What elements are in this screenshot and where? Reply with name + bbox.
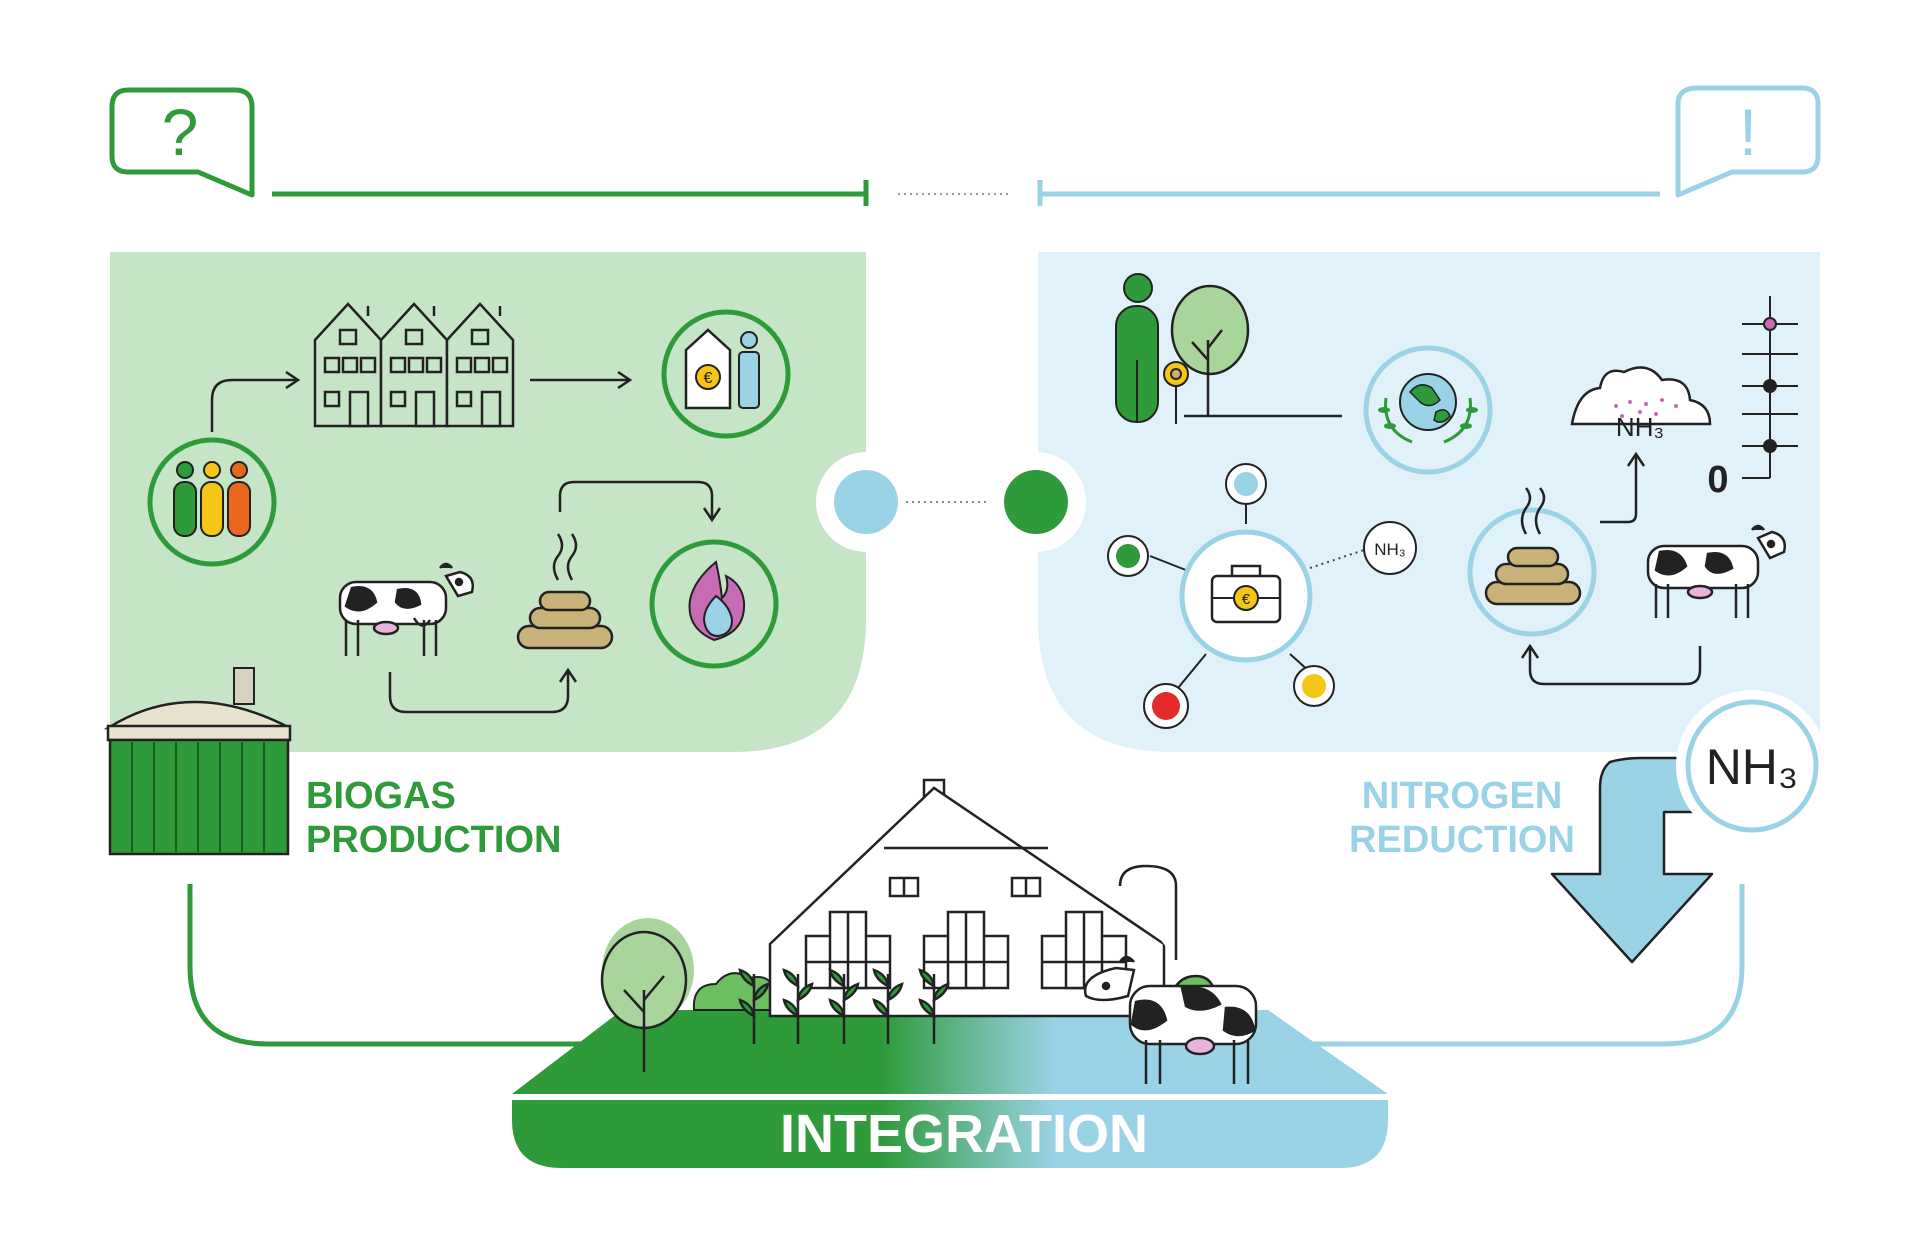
exclamation-icon: ! (1739, 95, 1757, 169)
nh3-cloud-label: NH₃ (1616, 412, 1664, 442)
blue-dot (834, 470, 898, 534)
question-icon: ? (162, 95, 199, 169)
scale-zero-label: 0 (1707, 459, 1728, 501)
green-dot (1004, 470, 1068, 534)
euro-icon: € (704, 370, 713, 387)
biogas-digester-icon (103, 667, 292, 856)
nh3-big-label: NH₃ (1706, 739, 1799, 795)
euro-icon-briefcase: € (1242, 591, 1251, 608)
sunflower-icon (1163, 361, 1189, 424)
blue-curve (1300, 884, 1745, 1047)
green-curve (187, 884, 620, 1047)
farm-tree-icon (600, 918, 694, 1072)
nitrogen-title-line1: NITROGEN (1362, 775, 1563, 817)
cow-icon (338, 562, 474, 656)
integration-title: INTEGRATION (780, 1104, 1148, 1164)
manure-icon (516, 533, 614, 650)
question-bubble: ? (109, 87, 255, 198)
cow-icon-right (1646, 524, 1786, 618)
nitrogen-down-arrow-icon (1550, 756, 1714, 964)
nh3-big-badge: NH₃ (1676, 690, 1828, 842)
farmer-icon (1115, 273, 1159, 423)
row-houses-icon (313, 302, 515, 428)
farm-cow-icon (1083, 955, 1258, 1084)
exclamation-bubble: ! (1675, 85, 1821, 198)
globe-laurel-icon (1363, 345, 1493, 475)
farmhouse-icon (768, 778, 1178, 1018)
biogas-title-line2: PRODUCTION (306, 819, 561, 861)
biogas-title-line1: BIOGAS (306, 775, 456, 817)
crops-icon (738, 968, 950, 1044)
tree-icon (1170, 284, 1250, 416)
people-group-icon (147, 437, 277, 567)
gas-flame-icon (649, 539, 779, 669)
nitrogen-title-line2: REDUCTION (1349, 819, 1575, 861)
household-euro-icon: € (661, 309, 791, 439)
ammonia-level-scale (1742, 296, 1798, 479)
manure-circle-icon (1467, 487, 1597, 637)
farm-scene: INTEGRATION (512, 778, 1388, 1168)
business-network-icon: € NH₃ (1107, 463, 1417, 729)
nh3-small-label: NH₃ (1374, 540, 1405, 559)
ammonia-cloud-icon: NH₃ (1570, 366, 1712, 442)
